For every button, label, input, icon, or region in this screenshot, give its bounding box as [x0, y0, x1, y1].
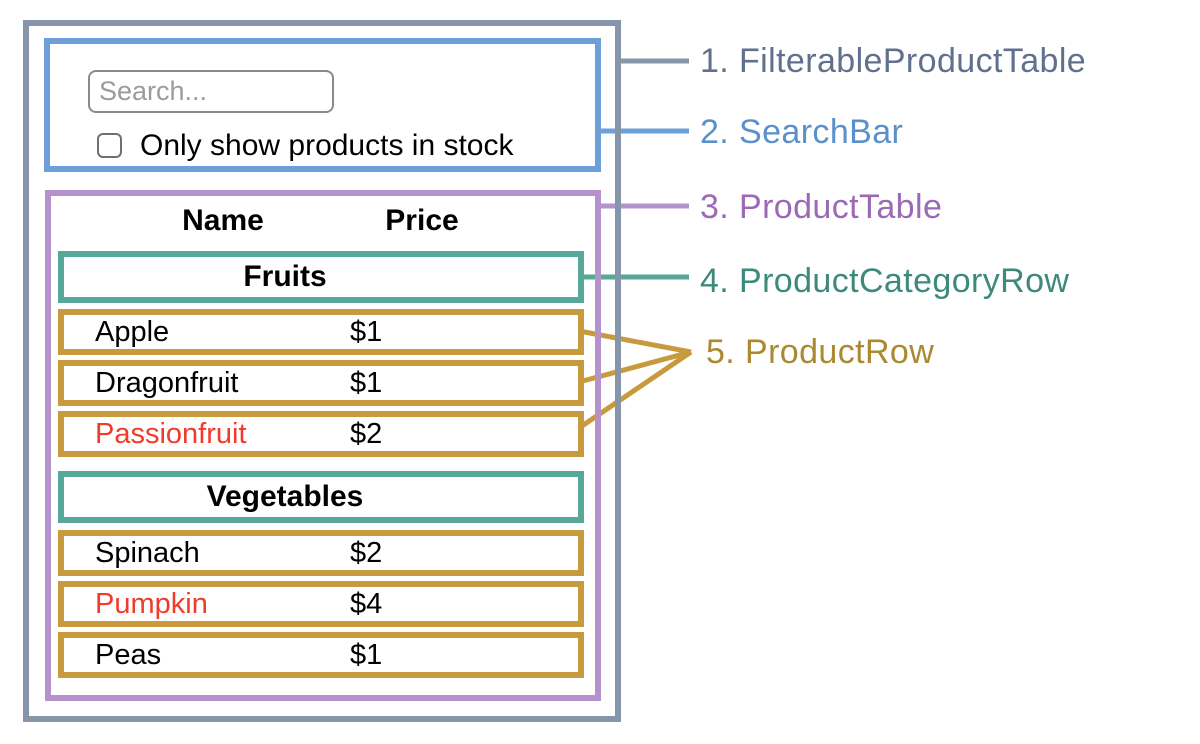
- product-price: $1: [350, 316, 383, 348]
- legend-label-product-row: 5. ProductRow: [706, 333, 935, 371]
- product-price: $4: [350, 588, 383, 620]
- product-price: $1: [350, 367, 383, 399]
- product-row-spinach: Spinach $2: [58, 530, 584, 576]
- product-name: Spinach: [95, 537, 200, 569]
- in-stock-checkbox[interactable]: [97, 133, 122, 158]
- product-row-dragonfruit: Dragonfruit $1: [58, 360, 584, 406]
- product-name: Apple: [95, 316, 170, 348]
- product-table-box: [45, 190, 601, 701]
- product-name: Peas: [95, 639, 162, 671]
- product-price: $2: [350, 418, 383, 450]
- column-header-price: Price: [385, 204, 459, 237]
- legend-label-filterable-product-table: 1. FilterableProductTable: [700, 42, 1087, 80]
- column-header-name: Name: [182, 204, 264, 237]
- legend-label-search-bar: 2. SearchBar: [700, 113, 904, 151]
- category-label: Vegetables: [206, 480, 364, 513]
- product-row-passionfruit: Passionfruit $2: [58, 411, 584, 457]
- product-price: $1: [350, 639, 383, 671]
- product-name-out-of-stock: Pumpkin: [95, 588, 208, 620]
- filterable-product-table-box: [23, 20, 621, 722]
- product-name-out-of-stock: Passionfruit: [95, 418, 247, 450]
- product-category-row-fruits: Fruits: [58, 251, 584, 303]
- legend-label-product-category-row: 4. ProductCategoryRow: [700, 262, 1070, 300]
- product-row-peas: Peas $1: [58, 632, 584, 678]
- search-bar-box: [44, 38, 601, 172]
- category-label: Fruits: [243, 260, 327, 293]
- product-row-pumpkin: Pumpkin $4: [58, 581, 584, 627]
- product-row-apple: Apple $1: [58, 309, 584, 355]
- legend-label-product-table: 3. ProductTable: [700, 188, 943, 226]
- product-name: Dragonfruit: [95, 367, 239, 399]
- in-stock-checkbox-label[interactable]: Only show products in stock: [140, 129, 514, 162]
- product-price: $2: [350, 537, 383, 569]
- search-input[interactable]: [88, 70, 334, 113]
- product-category-row-vegetables: Vegetables: [58, 471, 584, 523]
